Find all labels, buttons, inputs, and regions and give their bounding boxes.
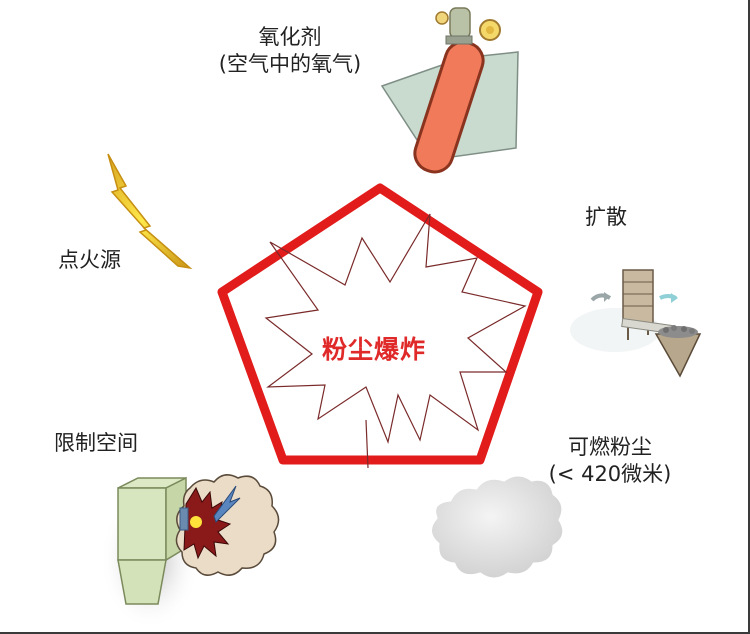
center-title: 粉尘爆炸 [322,335,427,364]
factor-title: 点火源 [58,248,121,272]
factor-subtitle: (空气中的氧气) [218,52,362,76]
dust-cloud-icon [429,473,566,581]
factor-label-dispersion: 扩散 [585,204,627,231]
factor-title: 氧化剂 [258,25,322,49]
dust-collector-icon [570,269,702,378]
pentagon-frame [217,183,543,465]
explosion-starburst [264,213,527,445]
lightning-bolt-icon [107,153,193,270]
factor-title: 限制空间 [54,431,138,455]
factor-label-oxidizer: 氧化剂 (空气中的氧气) [195,24,385,78]
factor-label-confinement: 限制空间 [54,430,138,457]
confined-explosion-icon [100,474,280,630]
factor-label-ignition-source: 点火源 [58,247,121,274]
factor-title: 扩散 [585,205,627,229]
oxygen-tank-icon [380,7,519,174]
factor-subtitle: (< 420微米) [548,462,672,486]
factor-label-combustible-dust: 可燃粉尘 (< 420微米) [530,434,690,488]
factor-title: 可燃粉尘 [568,435,652,459]
